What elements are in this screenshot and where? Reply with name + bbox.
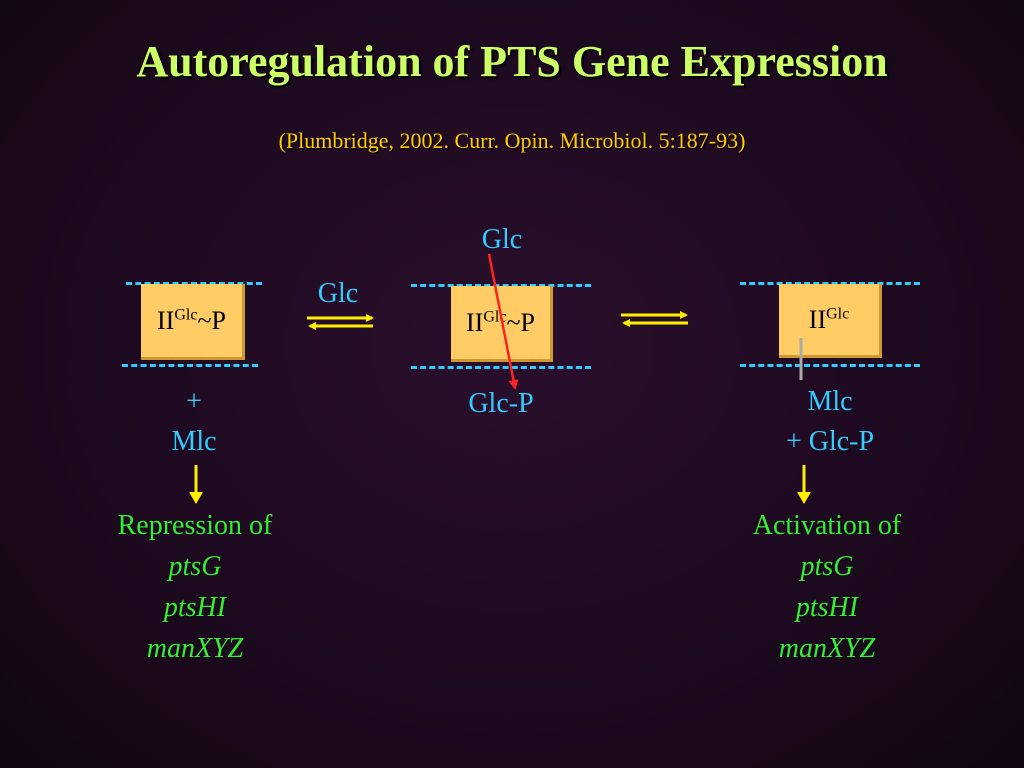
plus-sign: + [186, 386, 202, 417]
equilibrium-arrows-icon [307, 314, 374, 330]
down-arrow-icon [189, 465, 203, 504]
box-label-sup: Glc [174, 306, 198, 324]
gene-ptsHI-right: ptsHI [795, 592, 859, 623]
mlc-label-left: Mlc [171, 426, 217, 457]
glc-p-label-right: + Glc-P [785, 426, 875, 457]
gene-ptsG-left: ptsG [168, 551, 222, 582]
slide-title: Autoregulation of PTS Gene Expression [136, 37, 888, 86]
membrane-bottom-middle [411, 366, 591, 369]
protein-box-left: IIGlc~P [141, 284, 245, 360]
equilibrium-arrows-icon [621, 311, 688, 327]
gene-manXYZ-right: manXYZ [778, 633, 876, 664]
protein-box-right: IIGlc [779, 284, 882, 358]
transport-arrow-icon [487, 253, 519, 390]
mlc-label-right: Mlc [807, 386, 853, 417]
membrane-top-left [126, 282, 262, 285]
membrane-top-right [740, 282, 920, 285]
repression-block: Repression of ptsG ptsHI manXYZ [70, 505, 320, 669]
membrane-top-middle [411, 284, 591, 287]
membrane-bottom-right [740, 364, 920, 367]
gene-ptsG-right: ptsG [800, 551, 854, 582]
repression-title: Repression of [117, 510, 273, 541]
citation: (Plumbridge, 2002. Curr. Opin. Microbiol… [278, 128, 746, 153]
down-arrow-icon [797, 465, 811, 504]
box-label-main: II [157, 306, 175, 335]
box-label-suffix: ~P [506, 308, 535, 337]
box-label-main: II [466, 308, 484, 337]
box-label-suffix: ~P [197, 306, 226, 335]
glc-p-label-middle: Glc-P [468, 388, 534, 419]
membrane-bottom-left [122, 364, 258, 367]
glc-label-arrow: Glc [317, 278, 359, 309]
activation-block: Activation of ptsG ptsHI manXYZ [702, 505, 952, 669]
box-label-sup: Glc [826, 305, 850, 323]
gene-manXYZ-left: manXYZ [146, 633, 244, 664]
box-label-main: II [808, 305, 827, 334]
gene-ptsHI-left: ptsHI [163, 592, 227, 623]
glc-label-top: Glc [481, 224, 523, 255]
activation-title: Activation of [752, 510, 902, 541]
